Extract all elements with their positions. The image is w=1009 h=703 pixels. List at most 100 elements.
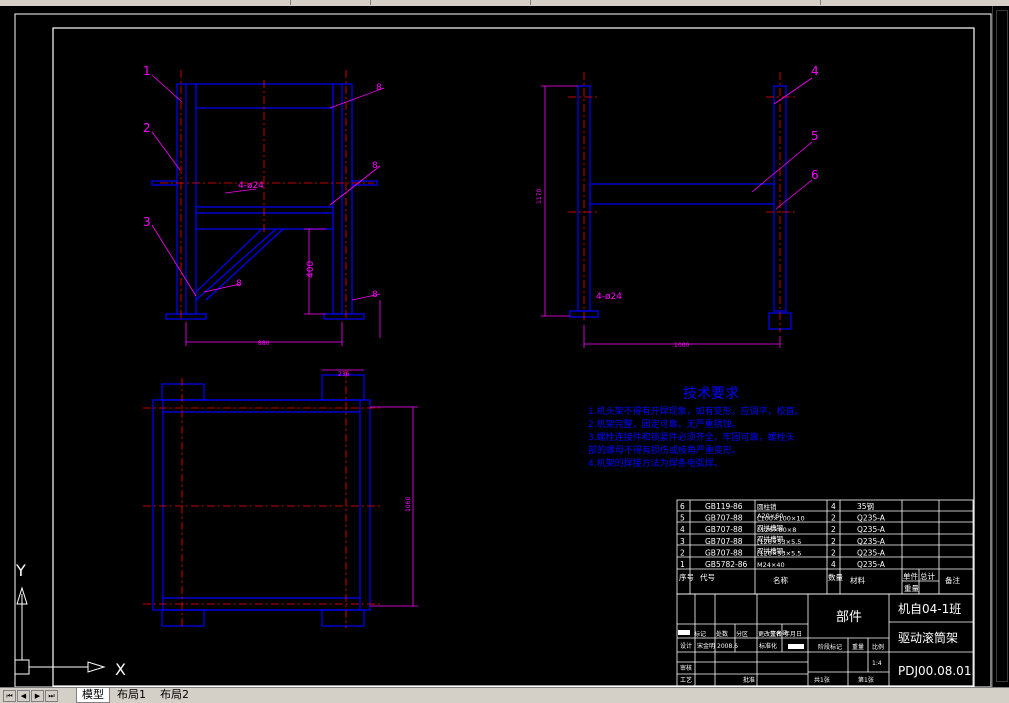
- bom-row[interactable]: 3 GB707-88 [126×53×5.5 2 Q235-A: [680, 537, 886, 546]
- prev-tab-button[interactable]: ◀: [17, 690, 30, 702]
- bom-cell-no: 6: [680, 502, 685, 511]
- bom-cell-no: 2: [680, 548, 685, 557]
- bom-overlay-3: 双拼槽钢: [757, 534, 784, 543]
- bom-cell-name: [126×53×5.5: [757, 538, 801, 546]
- bom-header-total: 总计: [920, 571, 935, 581]
- rev-label-count: 处数: [716, 630, 728, 638]
- balloon-5[interactable]: 5: [811, 129, 819, 143]
- bom-cell-qty: 2: [831, 537, 836, 546]
- next-tab-button[interactable]: ▶: [31, 690, 44, 702]
- bom-cell-code: GB707-88: [705, 514, 743, 523]
- rev-label-doc: 更改文件号: [758, 630, 788, 638]
- toolbar-segment: [370, 0, 531, 5]
- bom-cell-material: Q235-A: [857, 548, 886, 557]
- front-view[interactable]: 880 400 4-ø24 8 8 8 8 1 2 3: [143, 64, 385, 347]
- vertical-scrollbar[interactable]: [992, 6, 1009, 687]
- process-label: 工艺: [680, 676, 692, 684]
- bom-cell-no: 1: [680, 560, 685, 569]
- scale-label: 比例: [872, 643, 884, 651]
- balloon-6[interactable]: 6: [811, 168, 819, 182]
- plan-height-dim: 1060: [405, 497, 412, 512]
- toolbar-segment: [0, 0, 291, 5]
- bom-cell-code: GB707-88: [705, 537, 743, 546]
- bom-cell-material: Q235-A: [857, 525, 886, 534]
- bom-cell-name: L126×80×8: [757, 526, 796, 534]
- drawing-number: PDJ00.08.01: [898, 664, 971, 678]
- weight-label: 重量: [852, 643, 864, 651]
- signature-box: [788, 644, 804, 649]
- weld-symbol-1: 8: [376, 83, 382, 93]
- balloon-2[interactable]: 2: [143, 121, 151, 135]
- bom-header-single: 单件: [903, 571, 918, 581]
- weld-symbol-2: 8: [372, 161, 378, 171]
- bom-cell-qty: 4: [831, 560, 836, 569]
- bom-header-remark: 备注: [945, 575, 960, 585]
- tech-line-3: 3.螺栓连接件和锁紧件必须齐全，牢固可靠，螺栓头: [588, 431, 795, 443]
- bom-cell-code: GB5782-86: [705, 560, 748, 569]
- balloon-3[interactable]: 3: [143, 215, 151, 229]
- bom-cell-material: Q235-A: [857, 560, 886, 569]
- bom-cell-qty: 2: [831, 548, 836, 557]
- bom-cell-qty: 2: [831, 525, 836, 534]
- last-tab-button[interactable]: ⏭: [45, 690, 58, 702]
- standardize-label: 标准化: [759, 642, 777, 650]
- hole-label-side: 4-ø24: [596, 292, 622, 302]
- bom-cell-material: Q235-A: [857, 514, 886, 523]
- ucs-y-label: Y: [15, 561, 26, 580]
- weld-symbol-3: 8: [236, 279, 242, 289]
- bom-header-name: 名称: [773, 575, 788, 585]
- plan-view[interactable]: 236 1060: [143, 369, 418, 628]
- tab-model[interactable]: 模型: [76, 688, 110, 703]
- bom-cell-name: [126×53×5.5: [757, 549, 801, 557]
- bom-cell-qty: 2: [831, 514, 836, 523]
- bom-overlay-1: A20×60: [757, 512, 783, 520]
- drawing-canvas[interactable]: 880 400 4-ø24 8 8 8 8 1 2 3: [0, 6, 992, 688]
- side-view[interactable]: 1000 1170 4-ø24 4 5 6: [536, 64, 819, 349]
- bom-cell-name: L100×100×10: [757, 515, 805, 523]
- plan-top-dim: 236: [338, 371, 350, 378]
- drawing-svg[interactable]: 880 400 4-ø24 8 8 8 8 1 2 3: [0, 6, 992, 688]
- tech-line-4: 部的螺母不得有损伤或棱角严重变形。: [588, 444, 741, 456]
- hole-label-front: 4-ø24: [238, 181, 264, 191]
- ucs-icon: Y X: [14, 561, 126, 679]
- bom-header-no: 序号: [679, 572, 694, 582]
- bom-cell-no: 4: [680, 525, 685, 534]
- side-width-dim: 1000: [674, 342, 689, 349]
- review-label: 审核: [680, 664, 692, 672]
- balloon-4[interactable]: 4: [811, 64, 819, 78]
- tab-layout2[interactable]: 布局2: [160, 688, 189, 701]
- class-name: 机自04-1班: [898, 602, 961, 616]
- bom-cell-qty: 4: [831, 502, 836, 511]
- drawing-frame: [14, 13, 992, 688]
- bom-cell-name: 圆柱销: [757, 502, 777, 511]
- tab-layout1[interactable]: 布局1: [117, 688, 146, 701]
- tech-line-5: 4.机架的焊接方法为焊条电弧焊。: [588, 457, 723, 469]
- bom-cell-no: 3: [680, 537, 685, 546]
- bom-row[interactable]: 5 GB707-88 L100×100×10 2 Q235-A: [680, 514, 886, 523]
- bom-header-weight: 重量: [904, 584, 919, 593]
- rev-mark-box: [678, 630, 690, 635]
- bom-cell-code: GB119-86: [705, 502, 743, 511]
- stage-label: 阶段标记: [818, 643, 842, 651]
- height-400-dim: 400: [306, 261, 316, 278]
- scale-value: 1:4: [872, 660, 882, 667]
- rev-label-sign: 签名: [770, 630, 782, 638]
- rev-label-zone: 分区: [736, 630, 748, 638]
- bom-cell-code: GB707-88: [705, 548, 743, 557]
- bom-cell-no: 5: [680, 514, 685, 523]
- bom-cell-material: Q235-A: [857, 537, 886, 546]
- balloon-1[interactable]: 1: [143, 64, 151, 78]
- scroll-thumb[interactable]: [996, 10, 1008, 682]
- bom-row[interactable]: 2 GB707-88 [126×53×5.5 2 Q235-A: [680, 548, 886, 557]
- front-width-dim: 880: [258, 340, 270, 347]
- bom-header-material: 材料: [850, 575, 865, 585]
- title-block[interactable]: 标记 处数 分区 更改文件号 签名 年月日 设计 宋金明 2008.6 标准化 …: [676, 593, 974, 687]
- tech-line-2: 2.机架完整，固定可靠，无严重锈蚀。: [588, 418, 741, 430]
- approve-label: 批准: [743, 676, 755, 684]
- first-tab-button[interactable]: ⏮: [3, 690, 16, 702]
- design-date: 2008.6: [717, 643, 738, 650]
